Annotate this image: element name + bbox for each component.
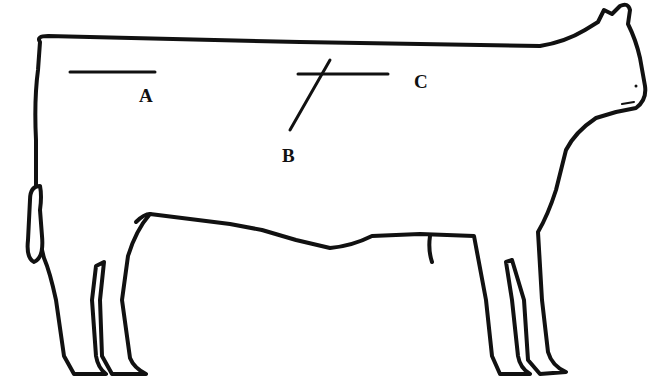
part-label: A: [139, 85, 153, 106]
mouth-line: [622, 102, 634, 104]
part-label-holder: A: [139, 86, 153, 106]
part-label-holder: B: [282, 146, 295, 166]
cow-outline: [35, 5, 645, 374]
cow-tail: [28, 186, 43, 262]
measure-line: [290, 60, 330, 130]
measure-line: [298, 73, 388, 76]
hind-leg-line: [136, 214, 150, 222]
part-label: C: [414, 71, 428, 92]
part-label-holder: C: [414, 72, 428, 92]
foreleg-line: [429, 236, 432, 262]
measure-line: [70, 71, 155, 74]
part-label: B: [282, 145, 295, 166]
cow-nostril: [635, 85, 638, 88]
